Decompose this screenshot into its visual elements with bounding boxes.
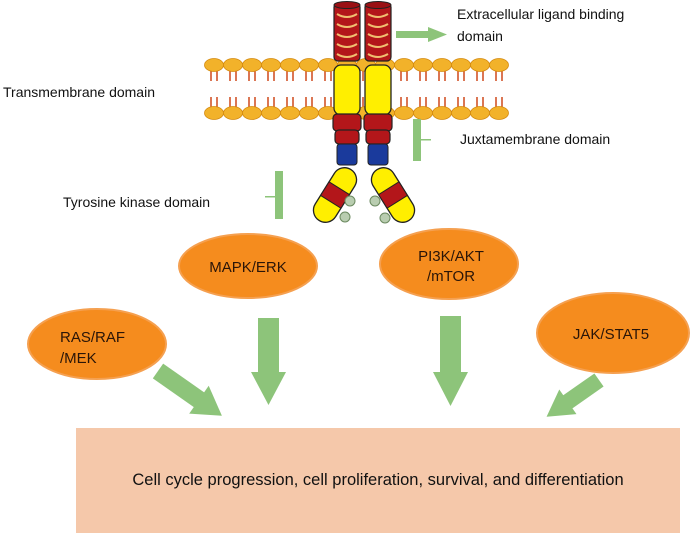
domain-ring xyxy=(367,23,389,28)
pathway-label: /MEK xyxy=(60,350,97,367)
receptor-tyrosine-kinase xyxy=(312,1,416,224)
lipid-head xyxy=(261,58,281,72)
lipid-molecule xyxy=(299,58,319,120)
pathway-jak-stat5: JAK/STAT5 xyxy=(536,292,690,374)
phosphate-circle xyxy=(344,195,356,207)
lipid-head xyxy=(394,58,414,72)
lipid-molecule xyxy=(204,58,224,120)
arrow-mapk-to-outcome xyxy=(251,318,286,405)
tyrosine-kinase-domain-label: Tyrosine kinase domain xyxy=(63,194,211,210)
juxtamembrane-segment-right-2 xyxy=(365,129,391,145)
phosphate-circle xyxy=(379,212,391,224)
domain-ring xyxy=(336,33,358,38)
extracellular-domain-right xyxy=(364,1,392,62)
domain-ring xyxy=(367,33,389,38)
lipid-head xyxy=(489,106,509,120)
pathway-label: /mTOR xyxy=(427,268,475,285)
juxtamembrane-marker xyxy=(413,119,431,161)
lipid-head xyxy=(470,58,490,72)
lipid-head xyxy=(470,106,490,120)
pathway-label: PI3K/AKT xyxy=(418,248,484,265)
pathway-pi3k-akt-mtor: PI3K/AKT /mTOR xyxy=(379,228,519,300)
lipid-head xyxy=(299,106,319,120)
lipid-molecule xyxy=(280,58,300,120)
arrow-jak-to-outcome xyxy=(546,373,604,417)
lipid-head xyxy=(413,58,433,72)
outcome-box: Cell cycle progression, cell proliferati… xyxy=(76,428,680,533)
lipid-head xyxy=(451,106,471,120)
domain-ring xyxy=(336,53,358,58)
lipid-head xyxy=(204,106,224,120)
transmembrane-segment-right xyxy=(364,64,392,116)
pathway-label: RAS/RAF xyxy=(60,329,125,346)
domain-ring xyxy=(336,13,358,18)
lipid-head xyxy=(432,58,452,72)
lipid-head xyxy=(261,106,281,120)
lipid-head xyxy=(489,58,509,72)
transmembrane-domain-label: Transmembrane domain xyxy=(3,84,155,100)
lipid-head xyxy=(394,106,414,120)
tyrosine-kinase-marker xyxy=(265,171,283,219)
lipid-head xyxy=(299,58,319,72)
lipid-molecule xyxy=(451,58,471,120)
lipid-molecule xyxy=(223,58,243,120)
lipid-head xyxy=(432,106,452,120)
outcome-text: Cell cycle progression, cell proliferati… xyxy=(132,471,624,489)
kinase-domain-right xyxy=(370,167,416,223)
lipid-molecule xyxy=(470,58,490,120)
juxtamembrane-domain-label: Juxtamembrane domain xyxy=(460,131,611,147)
domain-ring xyxy=(336,23,358,28)
pathway-label: MAPK/ERK xyxy=(209,259,287,276)
linker-segment-left xyxy=(336,143,358,166)
kinase-domain-left xyxy=(312,167,358,223)
lipid-head xyxy=(413,106,433,120)
juxtamembrane-segment-left-1 xyxy=(332,113,362,132)
lipid-head xyxy=(223,106,243,120)
extracellular-arrow xyxy=(396,27,447,42)
pathway-mapk-erk: MAPK/ERK xyxy=(178,233,318,299)
pathway-label: JAK/STAT5 xyxy=(573,326,649,343)
lipid-head xyxy=(223,58,243,72)
lipid-molecule xyxy=(489,58,509,120)
lipid-head xyxy=(451,58,471,72)
lipid-head xyxy=(280,106,300,120)
phosphate-circle xyxy=(339,211,351,223)
domain-ring xyxy=(367,13,389,18)
lipid-head xyxy=(242,106,262,120)
linker-segment-right xyxy=(367,143,389,166)
extracellular-domain-label: Extracellular ligand binding xyxy=(457,6,625,22)
extracellular-domain-left xyxy=(333,1,361,62)
lipid-molecule xyxy=(432,58,452,120)
domain-ring xyxy=(367,43,389,48)
lipid-molecule xyxy=(242,58,262,120)
lipid-molecule xyxy=(394,58,414,120)
transmembrane-segment-left xyxy=(333,64,361,116)
lipid-molecule xyxy=(261,58,281,120)
arrow-pi3k-to-outcome xyxy=(433,316,468,406)
phosphate-circle xyxy=(369,195,381,207)
arrow-ras-to-outcome xyxy=(152,363,222,416)
lipid-head xyxy=(204,58,224,72)
lipid-head xyxy=(242,58,262,72)
domain-ring xyxy=(367,53,389,58)
lipid-head xyxy=(280,58,300,72)
pathway-ras-raf-mek: RAS/RAF /MEK xyxy=(27,308,167,380)
domain-ring xyxy=(336,43,358,48)
juxtamembrane-segment-right-1 xyxy=(363,113,393,132)
extracellular-domain-label-line2: domain xyxy=(457,28,503,44)
juxtamembrane-segment-left-2 xyxy=(334,129,360,145)
lipid-molecule xyxy=(413,58,433,120)
cell-membrane xyxy=(204,58,509,120)
